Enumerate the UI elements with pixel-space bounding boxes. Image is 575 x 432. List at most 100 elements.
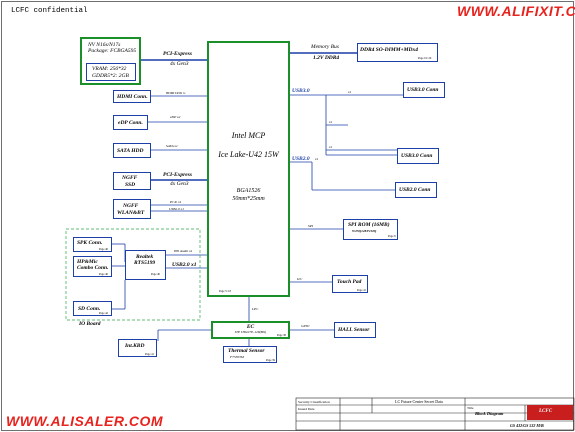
hp-label-2: Combo Conn. — [77, 265, 109, 271]
watermark-bottom: WWW.ALISALER.COM — [6, 413, 164, 429]
usb3-conn-2-signal: x1 — [329, 145, 333, 149]
vram-type: GDDR5*2: 2GB — [92, 73, 129, 79]
usb-branch-2: x1 — [329, 120, 333, 124]
usb3-conn-2-block[interactable]: USB3.0 Conn — [397, 148, 439, 164]
wlan-label-1: NGFF — [123, 203, 139, 209]
thermal-page: Page 39 — [266, 359, 275, 362]
usb2-bus-label: USB2.0 — [292, 156, 310, 162]
edp-signal: eDP x2 — [170, 115, 181, 119]
sata-label: SATA HDD — [117, 148, 144, 154]
pcie-gpu-label: PCI-Express — [163, 51, 193, 57]
kbd-label: Int.KBD — [125, 343, 145, 349]
ssd-label-2: SSD — [125, 182, 136, 188]
pcie-gpu-sub: 4x Gen3 — [170, 61, 189, 67]
ec-label: EC — [246, 324, 255, 330]
thermal-part: F75303M — [230, 355, 244, 359]
thermal-sensor-block[interactable]: Thermal Sensor F75303M Page 39 — [223, 346, 277, 363]
spk-conn-block[interactable]: SPK Conn. Page 40 — [73, 237, 112, 252]
edp-label: eDP Conn. — [118, 120, 143, 126]
memory-bus-sub: 1.2V DDR4 — [313, 55, 340, 61]
vram-size: VRAM: 256*32 — [92, 66, 127, 72]
watermark-top: WWW.ALIFIXIT.COM — [457, 3, 575, 19]
spi-rom-part: W25Q128JVSIQ — [352, 229, 377, 233]
ec-block[interactable]: EC ITE IT8227E-128(BX) Page 38 — [211, 321, 290, 339]
usb3-bus-label: USB3.0 — [292, 88, 310, 94]
tb-title: Title — [467, 406, 474, 410]
tb-security: Security Classification — [298, 400, 330, 404]
ssd-label-1: NGFF — [122, 175, 138, 181]
hp-mic-block[interactable]: HP&Mic Combo Conn. Page 40 — [73, 256, 112, 277]
cpu-size: 50mm*25mm — [232, 196, 265, 202]
cpu-model: Ice Lake-U42 15W — [218, 150, 279, 159]
cpu-vendor: Intel MCP — [231, 131, 266, 140]
sata-hdd-block[interactable]: SATA HDD — [113, 143, 151, 158]
hd-audio-signal: HD Audio x1 — [174, 249, 193, 253]
memory-page: Page 19~20 — [418, 57, 432, 60]
tb-docnum: GS 432/GS 532 M/B — [510, 423, 544, 428]
realtek-label-1: Realtek — [136, 254, 154, 260]
touchpad-block[interactable]: Touch Pad Page 41 — [332, 275, 368, 293]
tb-company: LC Future Center Secret Data — [395, 399, 443, 404]
gpu-package: Package: FCBGA595 — [88, 48, 137, 54]
ngff-wlan-block[interactable]: NGFF WLAN&BT — [113, 199, 151, 219]
spi-rom-block[interactable]: SPI ROM (16MB) W25Q128JVSIQ Page 8 — [343, 219, 398, 240]
usb2-conn-label: USB2.0 Conn — [399, 187, 431, 193]
lpc-bus-label: LPC — [252, 307, 259, 311]
io-board-title: IO Board — [79, 321, 101, 327]
sata-signal: SATA x1 — [166, 144, 178, 148]
kbd-block[interactable]: Int.KBD Page 41 — [118, 339, 157, 357]
confidential-header: LCFC confidential — [11, 7, 88, 15]
wlan-signal-usb: USB2.0 x1 — [169, 207, 184, 211]
realtek-label-2: RTS5199 — [134, 260, 156, 266]
realtek-block[interactable]: Realtek RTS5199 Page 40 — [125, 250, 166, 280]
touchpad-label: Touch Pad — [337, 279, 362, 285]
usb-branch-1: x1 — [348, 90, 352, 94]
usb3-conn-1-label: USB3.0 Conn — [407, 87, 439, 93]
hdmi-label: HDMI Conn. — [117, 94, 148, 100]
lcfc-logo-text: LCFC — [539, 409, 553, 414]
cpu-page: Page 5~18 — [219, 290, 231, 293]
hp-label-1: HP&Mic — [77, 259, 98, 265]
memory-bus-label: Memory Bus — [311, 44, 339, 50]
memory-label: DDR4 SO-DIMM+MDx4 — [360, 47, 418, 53]
hdmi-conn-block[interactable]: HDMI Conn. — [113, 90, 151, 103]
touchpad-page: Page 41 — [357, 289, 366, 292]
touchpad-bus-label: I2C — [297, 277, 303, 281]
hall-sensor-block[interactable]: HALL Sensor — [334, 322, 376, 338]
cpu-package: BGA1526 — [236, 188, 261, 194]
cpu-block[interactable]: Intel MCP Ice Lake-U42 15W BGA1526 50mm*… — [207, 41, 290, 297]
hp-page: Page 40 — [99, 273, 108, 276]
sd-page: Page 42 — [99, 312, 108, 315]
spk-label: SPK Conn. — [77, 240, 103, 246]
gpu-model: NV N16s/N17s — [88, 42, 121, 48]
usb2-conn-signal: x1 — [315, 157, 319, 161]
realtek-page: Page 40 — [151, 273, 160, 276]
lcfc-logo: LCFC — [527, 405, 573, 420]
vram-box: VRAM: 256*32 GDDR5*2: 2GB — [86, 63, 136, 81]
pcie-ssd-label: PCI-Express — [163, 172, 193, 178]
memory-block[interactable]: DDR4 SO-DIMM+MDx4 Page 19~20 — [357, 43, 438, 62]
usb2-conn-block[interactable]: USB2.0 Conn — [395, 182, 437, 198]
wlan-signal-pcie: PCIe x1 — [170, 200, 182, 204]
usb3-conn-2-label: USB3.0 Conn — [401, 153, 433, 159]
kbd-page: Page 41 — [145, 353, 154, 356]
hdmi-signal: HDMI DDI1 G — [166, 91, 186, 95]
thermal-label: Thermal Sensor — [228, 348, 265, 354]
ec-page: Page 38 — [277, 334, 286, 337]
hall-label: HALL Sensor — [338, 327, 370, 333]
edp-conn-block[interactable]: eDP Conn. — [113, 115, 148, 130]
ngff-ssd-block[interactable]: NGFF SSD — [113, 172, 151, 190]
gpu-block[interactable]: NV N16s/N17s Package: FCBGA595 VRAM: 256… — [80, 37, 141, 85]
spk-page: Page 40 — [99, 248, 108, 251]
spi-bus-label: SPI — [308, 224, 314, 228]
usb2-realtek-signal: USB2.0 x1 — [172, 262, 197, 268]
ec-part: ITE IT8227E-128(BX) — [234, 330, 267, 334]
tb-doc-title: Block Diagram — [475, 411, 504, 416]
spi-rom-page: Page 8 — [388, 235, 396, 238]
wlan-label-2: WLAN&BT — [117, 210, 145, 216]
usb3-conn-1-block[interactable]: USB3.0 Conn — [403, 82, 445, 98]
sd-label: SD Conn. — [78, 306, 101, 312]
sd-conn-block[interactable]: SD Conn. Page 42 — [73, 301, 112, 316]
